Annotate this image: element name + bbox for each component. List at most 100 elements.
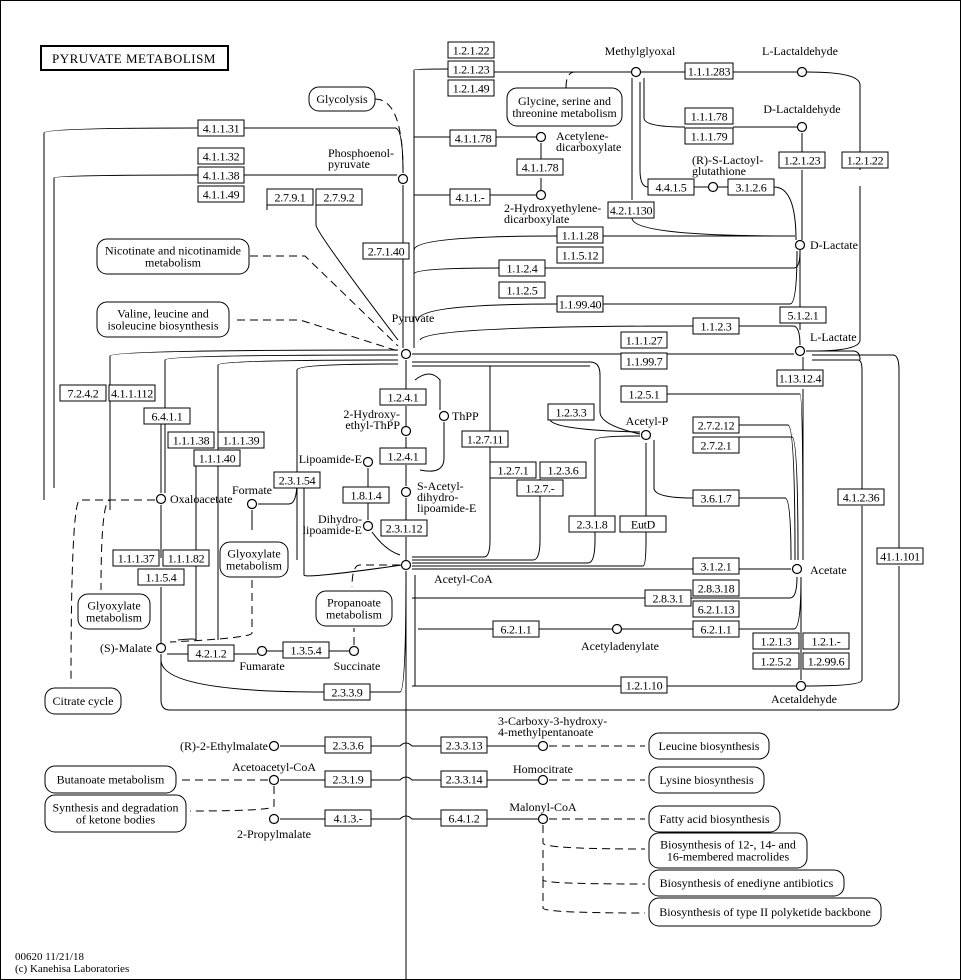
compound-node-icon[interactable] <box>397 173 409 185</box>
enzyme-box-1-8-1-4[interactable]: 1.8.1.4 <box>342 486 390 504</box>
compound-phosphoenolpyruvate[interactable]: Phosphoenol-pyruvate <box>328 146 409 185</box>
compound-node-icon[interactable] <box>268 813 280 825</box>
enzyme-box-2-8-3-18[interactable]: 2.8.3.18 <box>692 579 740 597</box>
enzyme-box-2-7-9-1[interactable]: 2.7.9.1 <box>266 188 314 206</box>
enzyme-box-4-1-1[interactable]: 4.1.1.- <box>449 188 491 206</box>
map-link-butanoate-metabolism[interactable]: Butanoate metabolism <box>44 765 177 794</box>
enzyme-box-6-2-1-13[interactable]: 6.2.1.13 <box>692 600 740 618</box>
compound-node-icon[interactable] <box>795 680 807 692</box>
compound-s-malate[interactable]: (S)-Malate <box>100 641 167 655</box>
enzyme-box-1-2-1-22[interactable]: 1.2.1.22 <box>447 41 495 59</box>
enzyme-box-1-2-4-1[interactable]: 1.2.4.1 <box>379 388 427 406</box>
map-link-biosynthesis-of-enediyne-antibiotics[interactable]: Biosynthesis of enediyne antibiotics <box>648 869 845 897</box>
enzyme-box-1-2-1-3[interactable]: 1.2.1.3 <box>752 632 800 650</box>
compound-malonyl-coa[interactable]: Malonyl-CoA <box>509 800 577 825</box>
compound-node-icon[interactable] <box>535 189 547 201</box>
enzyme-box-6-2-1-1[interactable]: 6.2.1.1 <box>692 620 740 638</box>
compound-r-2-ethylmalate[interactable]: (R)-2-Ethylmalate <box>180 739 280 753</box>
enzyme-box-1-1-1-82[interactable]: 1.1.1.82 <box>162 549 210 567</box>
compound-3-carboxy-3-hydroxy-4-methylpentanoate[interactable]: 3-Carboxy-3-hydroxy-4-methylpentanoate <box>498 714 607 752</box>
compound-d-lactaldehyde[interactable]: D-Lactaldehyde <box>763 102 841 133</box>
enzyme-box-1-1-5-4[interactable]: 1.1.5.4 <box>137 568 185 586</box>
enzyme-box-4-1-1-78[interactable]: 4.1.1.78 <box>449 129 497 147</box>
enzyme-box-4-1-3[interactable]: 4.1.3.- <box>324 809 372 827</box>
compound-methylglyoxal[interactable]: Methylglyoxal <box>605 44 676 78</box>
enzyme-box-1-1-1-27[interactable]: 1.1.1.27 <box>620 331 668 349</box>
enzyme-box-1-2-7-1[interactable]: 1.2.7.1 <box>489 461 537 479</box>
compound-node-icon[interactable] <box>537 813 549 825</box>
compound-thpp[interactable]: ThPP <box>438 409 480 423</box>
compound-node-icon[interactable] <box>362 520 374 532</box>
enzyme-box-7-2-4-2[interactable]: 7.2.4.2 <box>59 384 107 402</box>
enzyme-box-1-1-2-3[interactable]: 1.1.2.3 <box>692 317 740 335</box>
compound-acetaldehyde[interactable]: Acetaldehyde <box>771 680 837 707</box>
enzyme-box-1-1-2-5[interactable]: 1.1.2.5 <box>498 281 546 299</box>
compound-pyruvate[interactable]: Pyruvate <box>392 311 435 360</box>
enzyme-box-4-1-1-38[interactable]: 4.1.1.38 <box>197 166 245 184</box>
enzyme-box-2-8-3-1[interactable]: 2.8.3.1 <box>644 589 692 607</box>
enzyme-box-1-13-12-4[interactable]: 1.13.12.4 <box>776 369 824 387</box>
enzyme-box-1-1-1-39[interactable]: 1.1.1.39 <box>217 431 265 449</box>
compound-acetyl-p[interactable]: Acetyl-P <box>626 414 669 441</box>
enzyme-box-1-1-1-78[interactable]: 1.1.1.78 <box>684 107 734 125</box>
enzyme-box-4-1-1-78[interactable]: 4.1.1.78 <box>516 158 564 176</box>
compound-node-icon[interactable] <box>630 66 642 78</box>
compound-2-propylmalate[interactable]: 2-Propylmalate <box>237 813 311 842</box>
enzyme-box-5-1-2-1[interactable]: 5.1.2.1 <box>779 306 827 324</box>
compound-2-hydroxyethylenedicarboxylate[interactable]: 2-Hydroxyethylene-dicarboxylate <box>504 189 601 227</box>
enzyme-box-2-7-9-2[interactable]: 2.7.9.2 <box>315 188 363 206</box>
enzyme-box-2-7-1-40[interactable]: 2.7.1.40 <box>362 242 410 260</box>
enzyme-box-2-3-1-8[interactable]: 2.3.1.8 <box>568 515 616 533</box>
compound-node-icon[interactable] <box>791 563 803 575</box>
compound-node-icon[interactable] <box>362 456 374 468</box>
compound-node-icon[interactable] <box>794 239 806 251</box>
enzyme-box-1-2-99-6[interactable]: 1.2.99.6 <box>802 652 850 670</box>
enzyme-box-1-1-1-38[interactable]: 1.1.1.38 <box>167 431 215 449</box>
compound-dihydrolipoamide-e[interactable]: Dihydro-lipoamide-E <box>303 512 374 537</box>
compound-node-icon[interactable] <box>640 429 652 441</box>
enzyme-box-1-2-1[interactable]: 1.2.1.- <box>802 632 850 650</box>
enzyme-box-41-1-101[interactable]: 41.1.101 <box>876 547 924 565</box>
enzyme-box-2-3-3-6[interactable]: 2.3.3.6 <box>324 736 372 754</box>
enzyme-box-1-1-1-37[interactable]: 1.1.1.37 <box>112 549 160 567</box>
compound-oxaloacetate[interactable]: Oxaloacetate <box>155 492 233 506</box>
compound-node-icon[interactable] <box>611 623 623 635</box>
enzyme-box-4-1-1-32[interactable]: 4.1.1.32 <box>197 147 245 165</box>
map-link-leucine-biosynthesis[interactable]: Leucine biosynthesis <box>648 732 770 760</box>
compound-node-icon[interactable] <box>400 486 412 498</box>
enzyme-box-4-1-1-112[interactable]: 4.1.1.112 <box>108 384 156 402</box>
compound-node-icon[interactable] <box>348 645 360 657</box>
map-link-glycolysis[interactable]: Glycolysis <box>308 86 376 112</box>
compound-r-s-lactoylglutathione[interactable]: (R)-S-Lactoyl-glutathione <box>692 153 763 193</box>
compound-node-icon[interactable] <box>155 493 167 505</box>
map-link-biosynthesis-of-type-ii-polyketide-backbone[interactable]: Biosynthesis of type II polyketide backb… <box>648 897 882 927</box>
compound-acetyl-coa[interactable]: Acetyl-CoA <box>400 559 493 587</box>
compound-acetate[interactable]: Acetate <box>791 563 847 577</box>
enzyme-box-4-2-1-2[interactable]: 4.2.1.2 <box>187 644 235 662</box>
compound-node-icon[interactable] <box>707 181 719 193</box>
enzyme-box-1-2-1-49[interactable]: 1.2.1.49 <box>447 79 495 97</box>
compound-2-hydroxyethyl-thpp[interactable]: 2-Hydroxy-ethyl-ThPP <box>343 407 412 437</box>
enzyme-box-4-1-2-36[interactable]: 4.1.2.36 <box>837 488 885 506</box>
enzyme-box-1-1-2-4[interactable]: 1.1.2.4 <box>498 259 546 277</box>
enzyme-box-1-1-1-283[interactable]: 1.1.1.283 <box>684 62 734 80</box>
compound-l-lactaldehyde[interactable]: L-Lactaldehyde <box>762 44 838 78</box>
enzyme-box-1-1-1-40[interactable]: 1.1.1.40 <box>193 449 241 467</box>
compound-node-icon[interactable] <box>400 559 412 571</box>
compound-homocitrate[interactable]: Homocitrate <box>513 762 573 786</box>
compound-succinate[interactable]: Succinate <box>334 645 381 674</box>
enzyme-box-2-3-1-9[interactable]: 2.3.1.9 <box>324 770 372 788</box>
enzyme-box-1-1-1-79[interactable]: 1.1.1.79 <box>684 127 734 145</box>
enzyme-box-1-2-7-11[interactable]: 1.2.7.11 <box>461 430 509 448</box>
enzyme-box-1-2-3-6[interactable]: 1.2.3.6 <box>539 461 587 479</box>
enzyme-box-1-2-1-22[interactable]: 1.2.1.22 <box>841 151 889 169</box>
enzyme-box-1-1-99-7[interactable]: 1.1.99.7 <box>620 352 668 370</box>
enzyme-box-4-1-1-31[interactable]: 4.1.1.31 <box>197 119 245 137</box>
enzyme-box-4-2-1-130[interactable]: 4.2.1.130 <box>607 201 655 219</box>
compound-node-icon[interactable] <box>796 66 808 78</box>
